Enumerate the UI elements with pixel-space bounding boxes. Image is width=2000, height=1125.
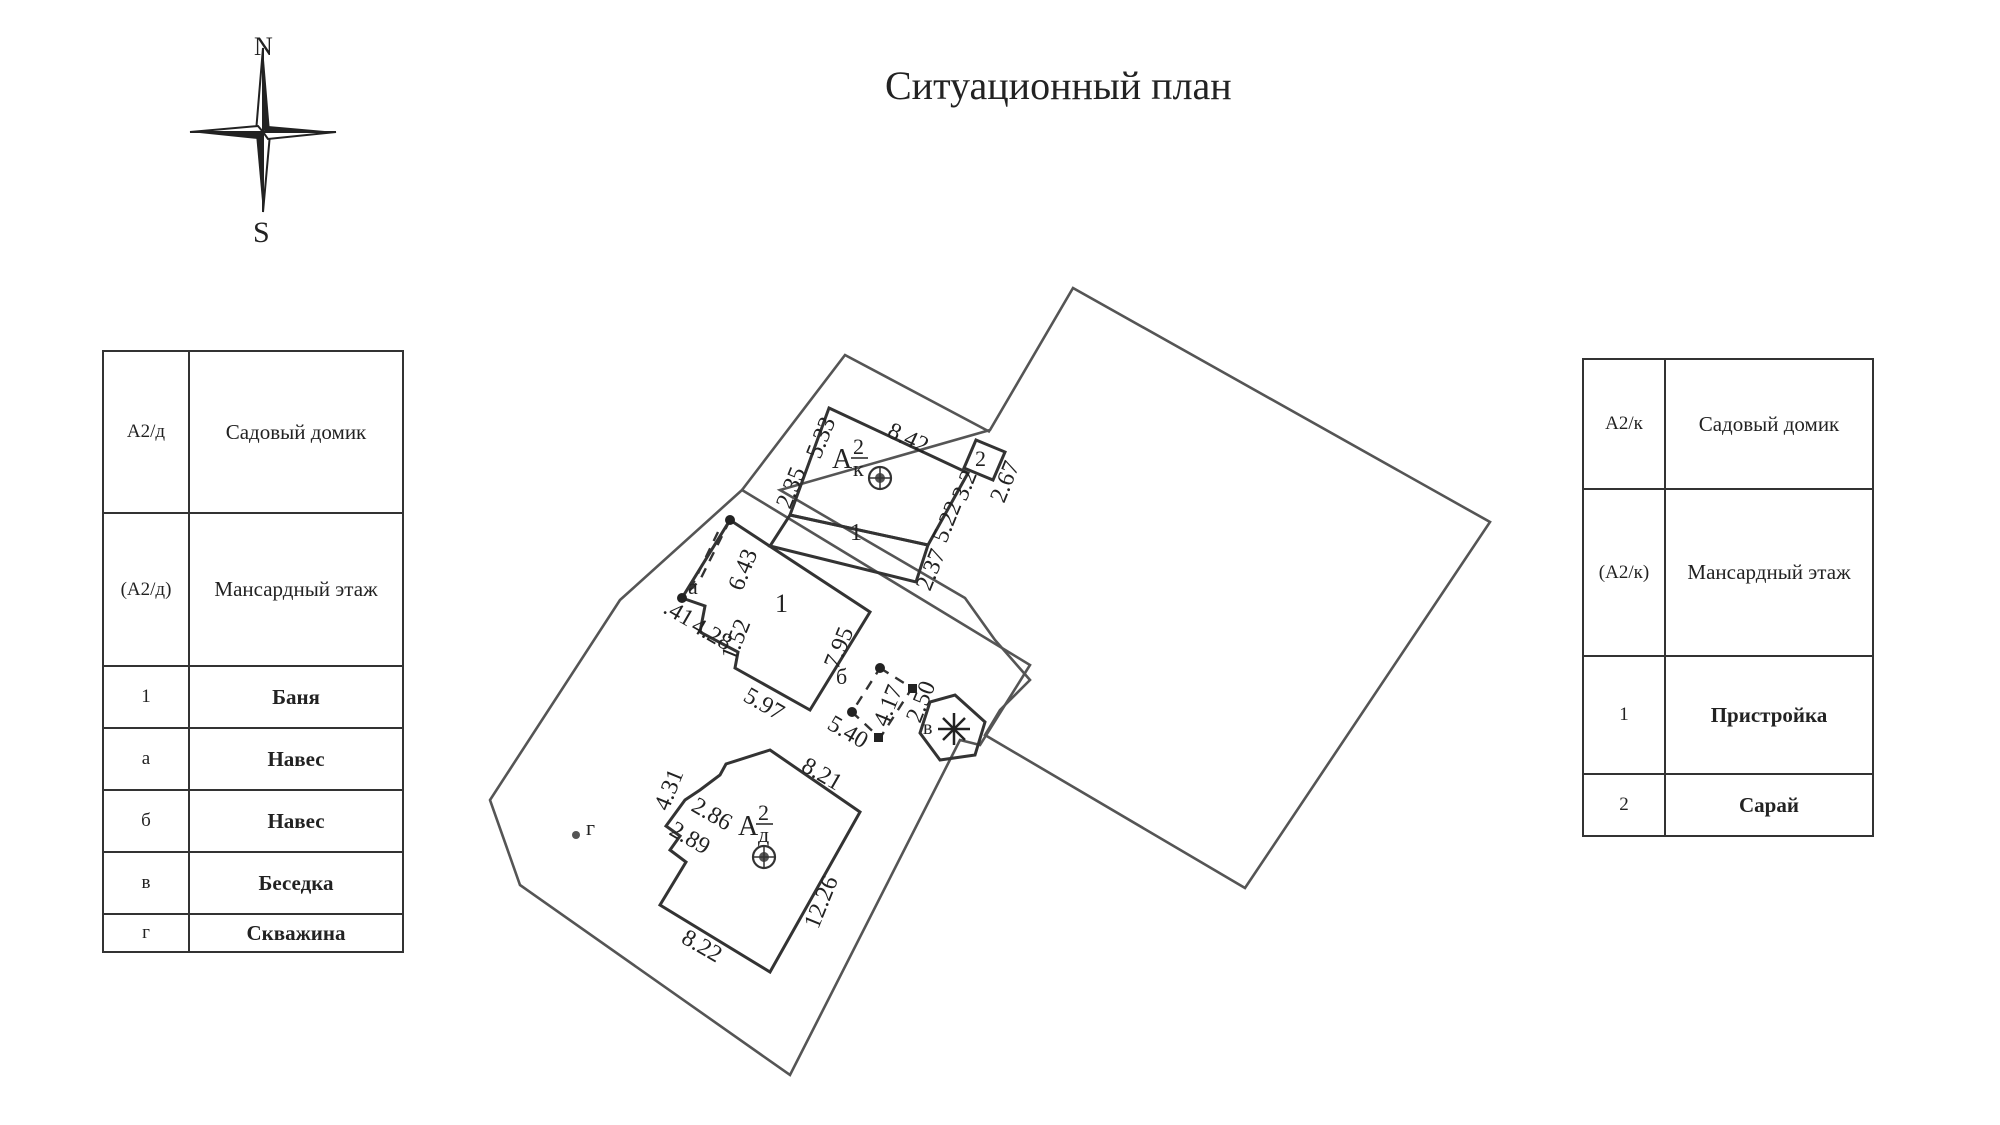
dim-bath-right: 7.95	[819, 624, 859, 673]
well-label: г	[586, 815, 595, 840]
dim-canopy-b-bottom: 5.40	[823, 711, 872, 755]
canopy-a-label: а	[688, 574, 698, 599]
legend-code: А2/к	[1582, 358, 1666, 490]
building-bath	[679, 517, 873, 713]
dim-canopy-b-side: 4.17	[868, 682, 908, 731]
well-marker	[572, 831, 580, 839]
annex-label: 1	[850, 520, 862, 546]
legend-code: А2/д	[102, 350, 190, 514]
legend-name: Навес	[188, 789, 404, 853]
parcel-strip	[740, 353, 991, 491]
dim-d-bottom: 8.22	[677, 925, 726, 969]
house-d-num: 2	[758, 800, 769, 825]
legend-name: Садовый домик	[188, 350, 404, 514]
compass-south-label: S	[253, 216, 270, 249]
gazebo-star-icon	[938, 713, 970, 745]
page-title: Ситуационный план	[885, 63, 1232, 108]
dim-d-right: 12.26	[799, 872, 843, 932]
compass-north-label: N	[254, 32, 273, 61]
dim-bath-step-c: 1.52	[716, 616, 756, 665]
legend-table-right: А2/к Садовый домик (А2/к) Мансардный эта…	[1582, 358, 1874, 837]
house-k-sub: к	[853, 456, 864, 481]
legend-code: а	[102, 727, 190, 791]
legend-name: Садовый домик	[1664, 358, 1874, 490]
canopy-a-outline	[681, 519, 732, 599]
legend-name: Сарай	[1664, 773, 1874, 837]
legend-name: Пристройка	[1664, 655, 1874, 775]
compass-icon: N S	[189, 32, 337, 249]
legend-name: Беседка	[188, 851, 404, 915]
house-k-letter: А	[832, 444, 853, 475]
parcel-main	[488, 488, 1032, 1077]
legend-name: Баня	[188, 665, 404, 729]
legend-code: б	[102, 789, 190, 853]
legend-name: Навес	[188, 727, 404, 791]
legend-code: 1	[102, 665, 190, 729]
crosshair-icon	[867, 465, 893, 491]
dim-canopy-b-right: 2.50	[901, 678, 941, 727]
building-gazebo	[918, 693, 987, 762]
dim-d-step-a: 4.31	[649, 766, 689, 815]
dim-k-right: 5.22	[927, 498, 967, 547]
legend-code: (А2/к)	[1582, 488, 1666, 657]
dim-bath-left: 6.43	[723, 546, 763, 595]
legend-name: Мансардный этаж	[188, 512, 404, 667]
house-k-num: 2	[853, 434, 864, 459]
dim-bath-bottom: 5.97	[739, 683, 788, 727]
legend-code: 1	[1582, 655, 1666, 775]
legend-code: в	[102, 851, 190, 915]
legend-code: г	[102, 913, 190, 953]
house-d-sub: д	[758, 822, 769, 847]
canopy-b-label: б	[836, 664, 847, 689]
gazebo-label: в	[923, 717, 932, 739]
building-house-d	[657, 748, 862, 975]
building-shed	[962, 438, 1007, 482]
legend-table-left: А2/д Садовый домик (А2/д) Мансардный эта…	[102, 350, 404, 953]
dim-d-top: 8.21	[797, 753, 846, 797]
legend-code: 2	[1582, 773, 1666, 837]
shed-label: 2	[975, 446, 986, 471]
parcel-large	[776, 286, 1492, 890]
bath-label: 1	[775, 589, 788, 618]
legend-code: (А2/д)	[102, 512, 190, 667]
house-d-letter: А	[738, 811, 759, 842]
legend-name: Скважина	[188, 913, 404, 953]
legend-name: Мансардный этаж	[1664, 488, 1874, 657]
dim-shed-side: 2.67	[985, 458, 1025, 507]
building-annex	[767, 513, 930, 584]
crosshair-icon	[751, 844, 777, 870]
